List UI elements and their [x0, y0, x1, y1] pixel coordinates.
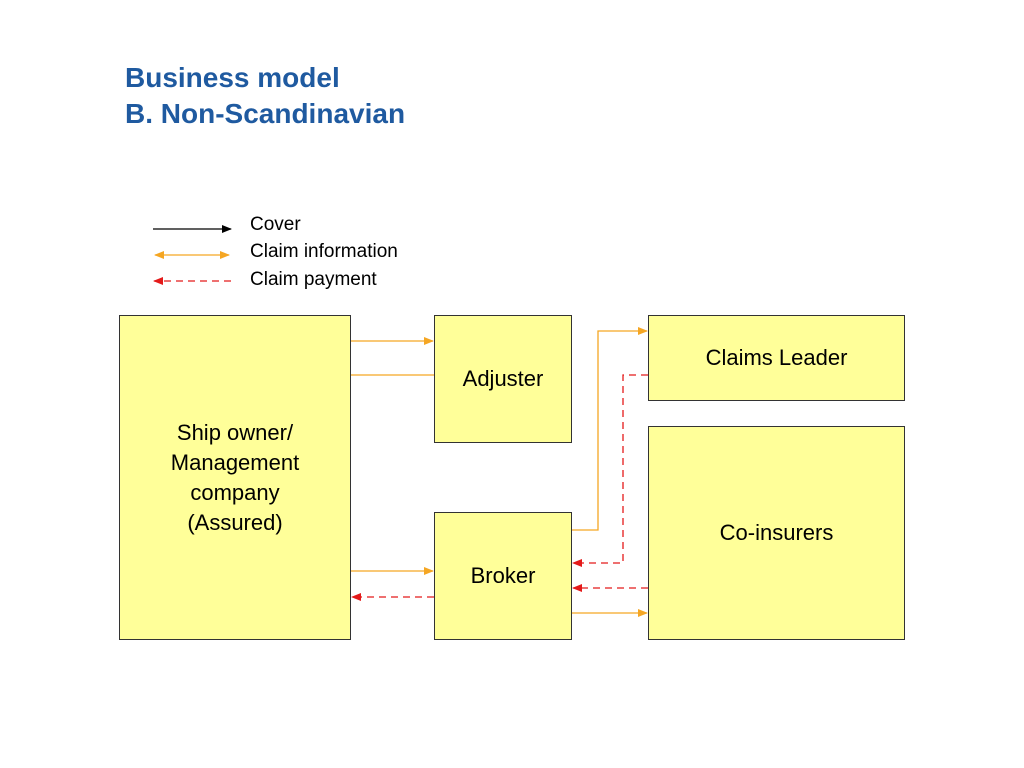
broker-label: Broker	[470, 563, 536, 588]
arrow-adjuster-to-broker	[341, 374, 434, 575]
ship-owner-line-3: company	[190, 479, 280, 505]
adjuster-label: Adjuster	[462, 366, 544, 391]
ship-owner-label: Ship owner/ Management company (Assured)	[171, 418, 299, 538]
title-line-1: Business model	[125, 62, 340, 93]
arrow-broker-to-claims-leader	[572, 327, 648, 531]
broker-box: Broker	[434, 512, 572, 640]
legend-label-claim-information: Claim information	[250, 241, 398, 262]
arrow-claims-leader-to-broker	[572, 374, 648, 567]
legend-label-claim-payment: Claim payment	[250, 269, 377, 290]
ship-owner-line-1: Ship owner/	[176, 419, 294, 445]
title-line-2: B. Non-Scandinavian	[125, 98, 406, 129]
ship-owner-line-2: Management	[170, 449, 300, 475]
page-title: Business model B. Non-Scandinavian	[125, 60, 405, 132]
adjuster-box: Adjuster	[434, 315, 572, 443]
claims-leader-label: Claims Leader	[705, 345, 848, 370]
ship-owner-box: Ship owner/ Management company (Assured)	[119, 315, 351, 640]
ship-owner-line-4: (Assured)	[187, 509, 283, 535]
co-insurers-box: Co-insurers	[648, 426, 905, 640]
co-insurers-label: Co-insurers	[719, 520, 834, 545]
claims-leader-box: Claims Leader	[648, 315, 905, 401]
legend-label-cover: Cover	[250, 214, 301, 235]
